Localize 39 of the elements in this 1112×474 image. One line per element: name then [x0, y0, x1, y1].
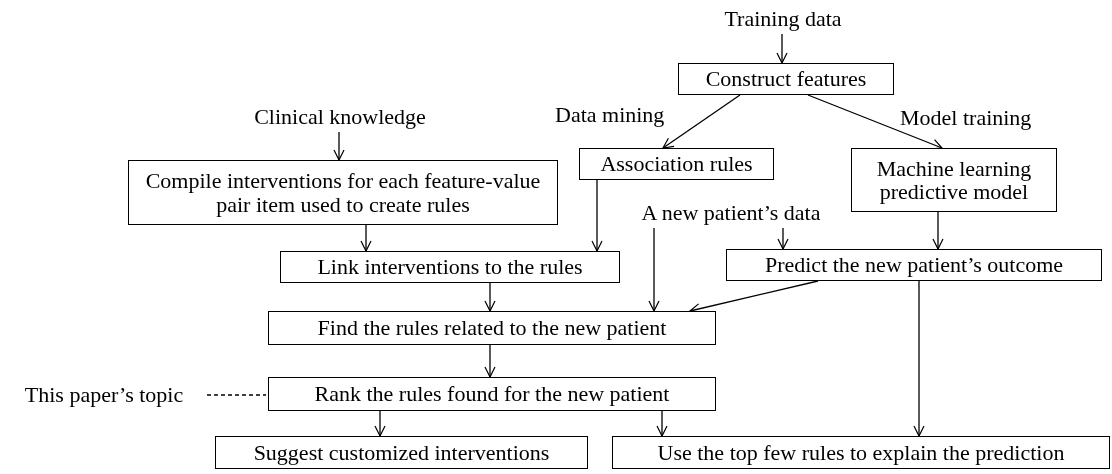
process-box — [268, 377, 716, 411]
process-box — [280, 251, 620, 283]
dashed-line — [206, 394, 267, 396]
box-text: Predict the new patient’s outcome — [764, 253, 1064, 277]
box-text: Construct features — [705, 67, 867, 91]
process-box — [579, 148, 774, 180]
input-label: A new patient’s data — [641, 201, 821, 225]
input-label: Training data — [724, 7, 842, 31]
box-text: Find the rules related to the new patient — [317, 316, 667, 340]
box-text: Rank the rules found for the new patient — [314, 382, 670, 406]
arrow — [662, 94, 741, 149]
arrow — [360, 224, 372, 252]
arrow — [913, 280, 925, 437]
arrow — [777, 227, 789, 250]
arrow — [591, 179, 603, 252]
arrow — [333, 131, 345, 161]
arrow — [776, 33, 788, 64]
process-box — [128, 160, 558, 225]
arrow — [807, 94, 943, 150]
arrow — [374, 410, 386, 437]
box-text: Compile interventions for each feature-value pair item used to create rules — [144, 169, 542, 216]
input-label: Clinical knowledge — [254, 105, 426, 129]
arrow — [484, 344, 496, 378]
box-text: Suggest customized interventions — [253, 440, 550, 465]
box-text: Link interventions to the rules — [317, 255, 583, 279]
box-text: Machine learning predictive model — [875, 156, 1033, 204]
arrow — [648, 227, 660, 312]
process-box — [726, 249, 1102, 281]
process-box — [215, 436, 588, 469]
process-box — [268, 311, 716, 345]
annotation-text: This paper’s topic — [24, 383, 184, 407]
arrow — [484, 282, 496, 312]
process-box — [851, 148, 1057, 212]
arrow — [932, 211, 944, 250]
box-text: Use the top few rules to explain the prediction — [657, 440, 1065, 465]
process-box — [612, 436, 1110, 469]
arrow — [656, 410, 668, 437]
box-text: Association rules — [600, 152, 753, 176]
process-box — [678, 63, 894, 95]
